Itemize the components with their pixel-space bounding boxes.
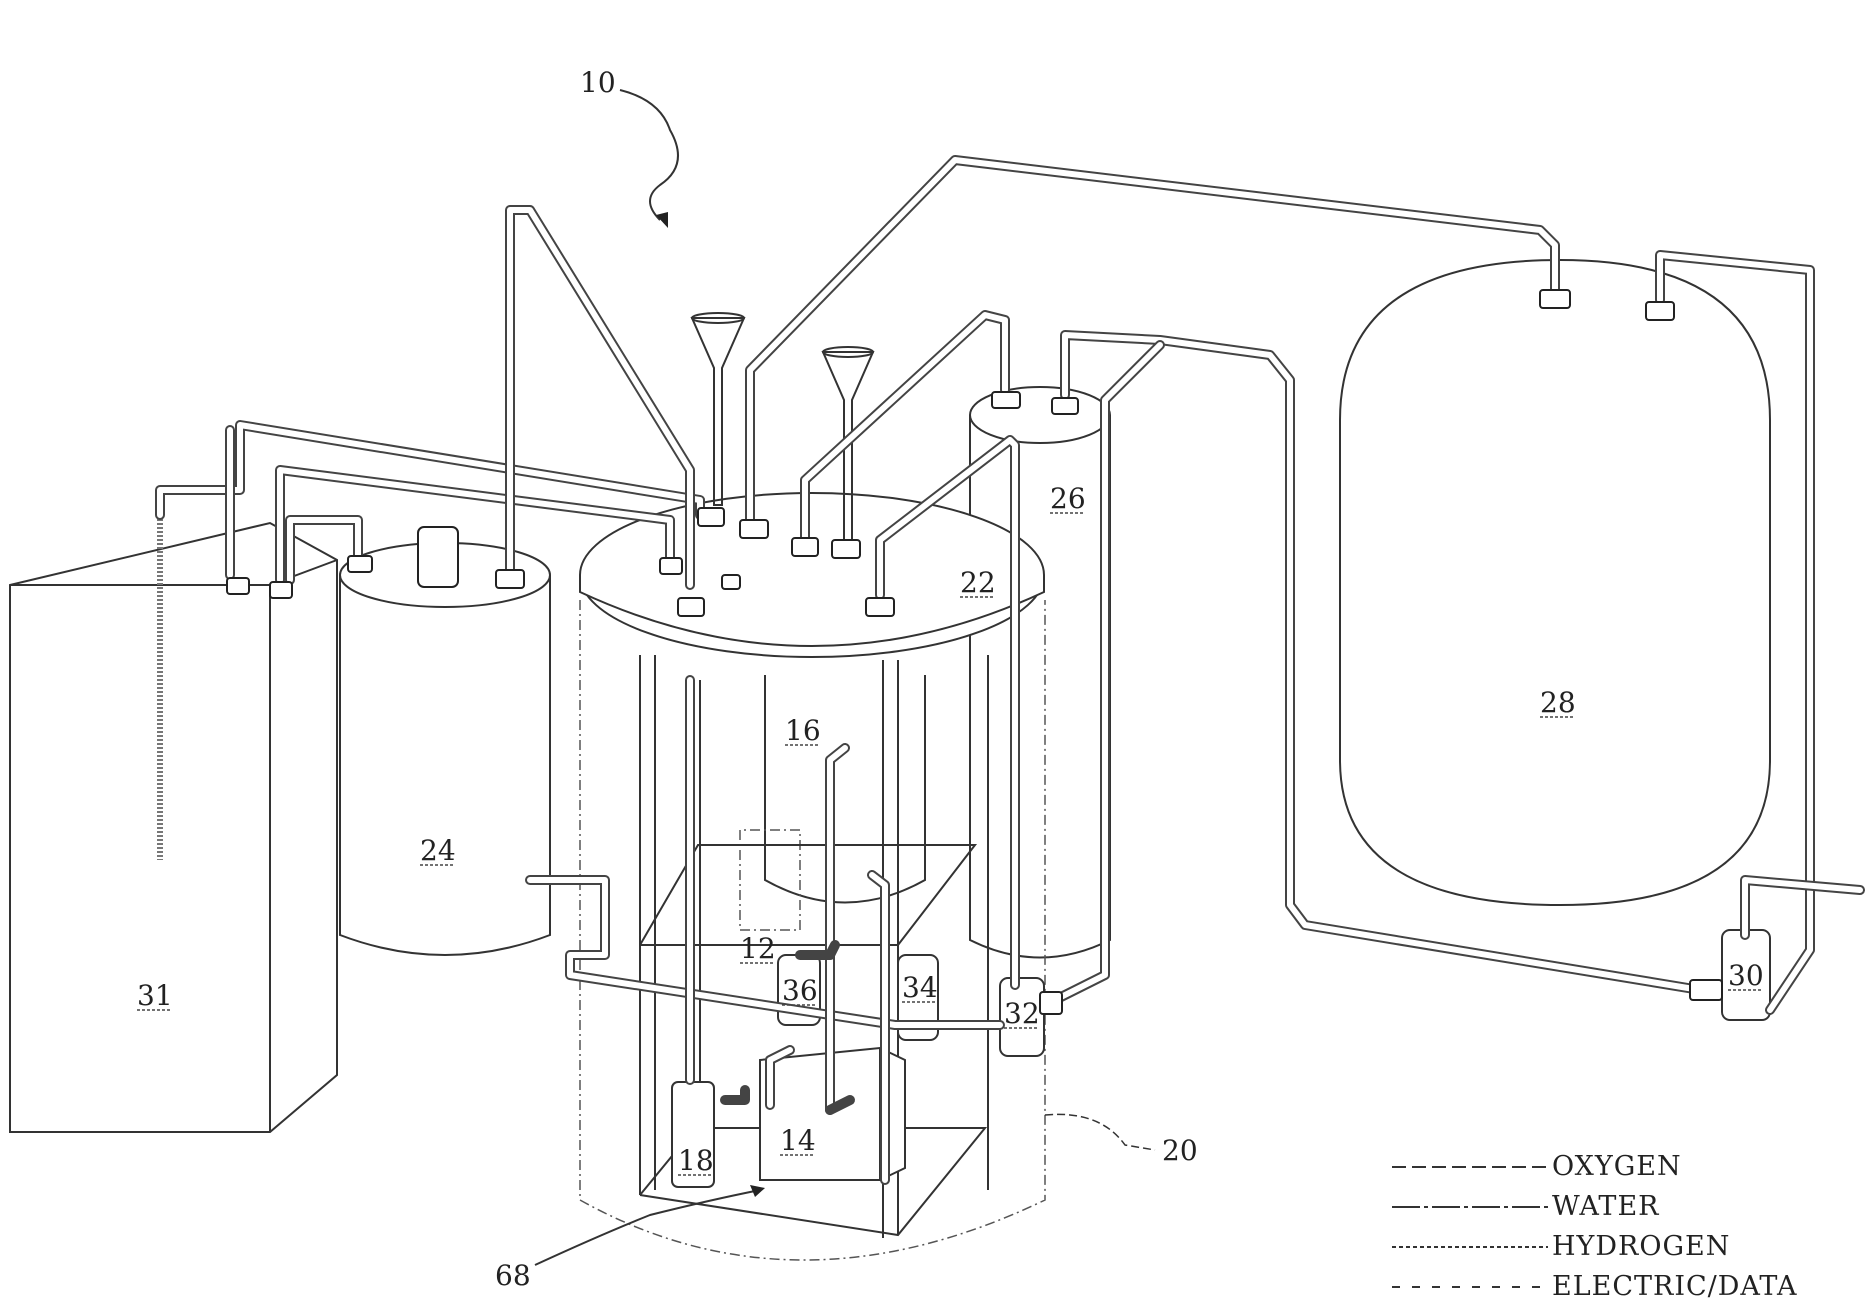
label-32: 32 [1004, 997, 1040, 1030]
label-system: 10 [580, 66, 616, 99]
label-10-leader [620, 90, 678, 228]
label-31: 31 [137, 979, 173, 1012]
label-26: 26 [1050, 482, 1086, 515]
label-14: 14 [780, 1124, 816, 1157]
label-34: 34 [902, 971, 938, 1004]
box-31 [10, 515, 337, 1132]
tank-26 [970, 387, 1110, 958]
legend-label-hydrogen: HYDROGEN [1552, 1231, 1730, 1262]
legend-label-water: WATER [1552, 1191, 1659, 1222]
legend: OXYGEN WATER HYDROGEN ELECTRIC/DATA [1392, 1151, 1797, 1302]
label-68: 68 [495, 1259, 531, 1292]
label-20: 20 [1162, 1134, 1198, 1167]
label-36: 36 [782, 974, 818, 1007]
label-30: 30 [1728, 959, 1764, 992]
label-28: 28 [1540, 686, 1576, 719]
tank-24 [340, 527, 550, 955]
label-22: 22 [960, 566, 996, 599]
label-24: 24 [420, 834, 456, 867]
legend-label-electric: ELECTRIC/DATA [1552, 1271, 1797, 1302]
funnel-left [692, 313, 744, 505]
tank-28 [1340, 260, 1770, 905]
label-18: 18 [678, 1144, 714, 1177]
label-12: 12 [740, 932, 776, 965]
label-16: 16 [785, 714, 821, 747]
legend-label-oxygen: OXYGEN [1552, 1151, 1682, 1182]
